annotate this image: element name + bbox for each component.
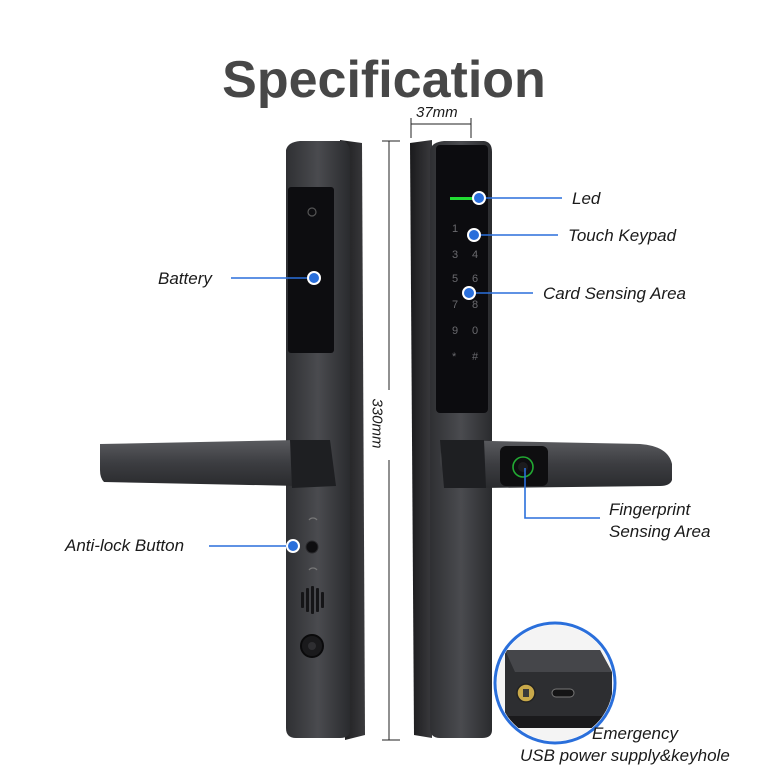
unlock-icon bbox=[308, 517, 318, 521]
anti-lock-callout-dot bbox=[286, 539, 300, 553]
fingerprint-sensor-icon bbox=[518, 462, 528, 472]
key-4: 4 bbox=[472, 249, 478, 261]
key-7: 7 bbox=[452, 299, 458, 311]
keypad-panel bbox=[436, 145, 488, 413]
key-1: 1 bbox=[452, 223, 458, 235]
fingerprint-label-line1: Fingerprint bbox=[609, 500, 691, 519]
card-callout-dot bbox=[462, 286, 476, 300]
anti-lock-button bbox=[305, 540, 319, 554]
height-dimension: 330mm bbox=[368, 398, 386, 449]
card-sensing-label: Card Sensing Area bbox=[543, 284, 687, 303]
led-indicator bbox=[450, 197, 480, 200]
battery-cover-screw bbox=[307, 207, 317, 217]
battery-label: Battery bbox=[158, 269, 212, 288]
callout-dots bbox=[286, 191, 486, 553]
back-lock bbox=[100, 140, 365, 740]
touch-keypad-label: Touch Keypad bbox=[568, 226, 677, 245]
led-callout-dot bbox=[472, 191, 486, 205]
key-8: 8 bbox=[472, 299, 478, 311]
key-5: 5 bbox=[452, 273, 458, 285]
front-handle-rose bbox=[440, 440, 486, 488]
front-lock-edge bbox=[410, 140, 432, 738]
usb-c-port-icon bbox=[551, 688, 575, 698]
front-lock bbox=[410, 140, 672, 738]
fingerprint-ring bbox=[512, 456, 534, 478]
emergency-label-line1: Emergency bbox=[592, 724, 678, 743]
led-label: Led bbox=[572, 189, 601, 208]
keypad-callout-dot bbox=[467, 228, 481, 242]
key-hash: # bbox=[472, 351, 479, 363]
front-handle bbox=[440, 440, 672, 488]
key-3: 3 bbox=[452, 249, 458, 261]
speaker-grille-icon bbox=[301, 586, 324, 614]
key-9: 9 bbox=[452, 325, 458, 337]
key-6: 6 bbox=[472, 273, 478, 285]
fingerprint-label-line2: Sensing Area bbox=[609, 522, 711, 541]
key-star: * bbox=[452, 351, 457, 363]
lock-icon bbox=[308, 567, 318, 571]
keypad-digits: 1 3 4 5 6 7 8 9 0 * # bbox=[452, 223, 479, 363]
back-handle-rose bbox=[290, 440, 336, 488]
page-title: Specification bbox=[222, 51, 546, 109]
emergency-label-line2: USB power supply&keyhole bbox=[520, 746, 730, 765]
key-0: 0 bbox=[472, 325, 478, 337]
back-handle bbox=[100, 440, 330, 486]
anti-lock-label: Anti-lock Button bbox=[65, 536, 185, 555]
dimension-lines bbox=[382, 118, 472, 741]
width-dimension: 37mm bbox=[416, 104, 458, 121]
key-cylinder-core bbox=[308, 642, 316, 650]
emergency-inset bbox=[493, 621, 617, 745]
battery-cover bbox=[288, 187, 334, 353]
callout-lines bbox=[209, 197, 600, 547]
battery-callout-dot bbox=[307, 271, 321, 285]
